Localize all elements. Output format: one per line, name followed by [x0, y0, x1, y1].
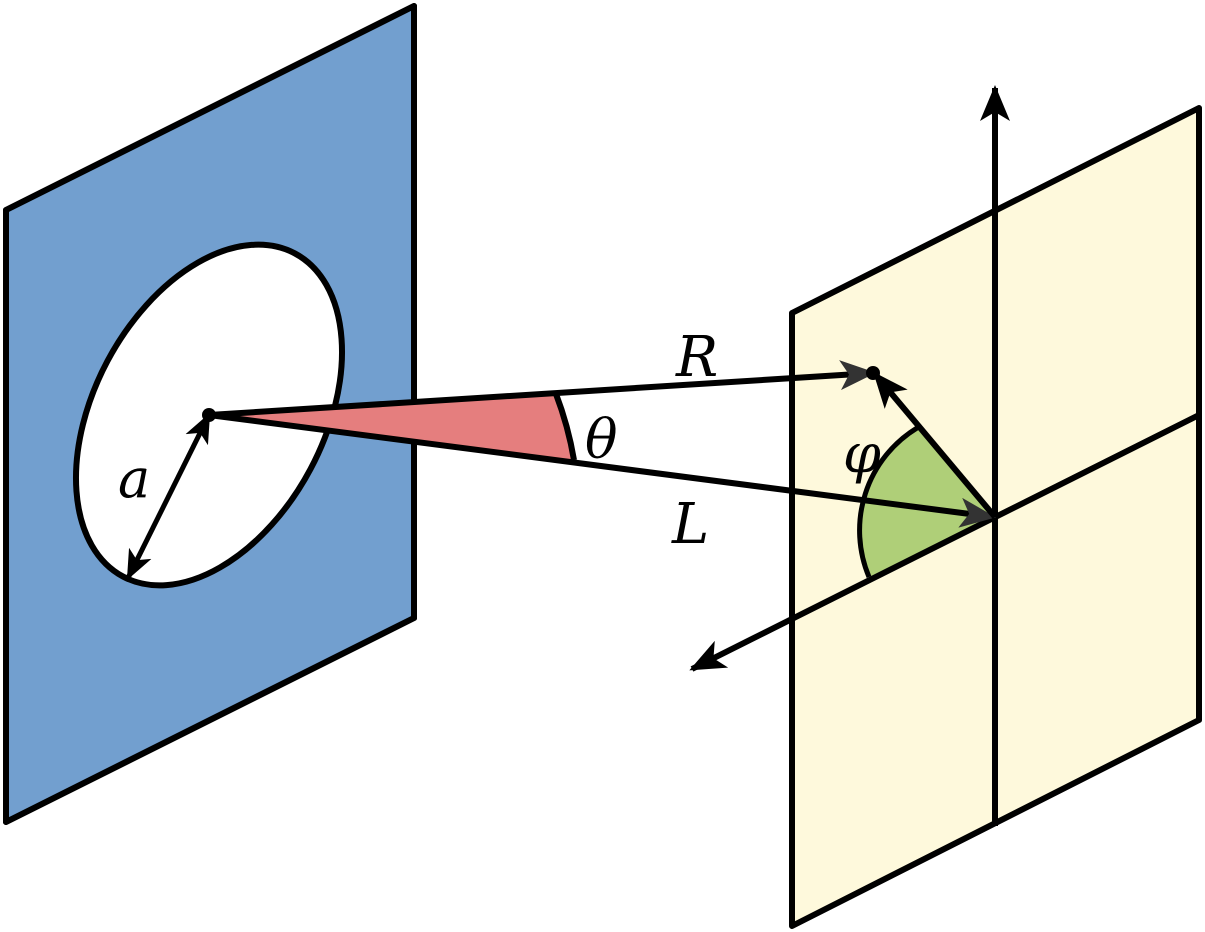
observation-point: [866, 366, 880, 380]
label-a: a: [118, 447, 150, 510]
horizontal-axis: [689, 412, 1201, 672]
label-r: R: [675, 325, 718, 390]
label-phi: φ: [843, 422, 881, 485]
label-theta: θ: [585, 408, 618, 471]
phi-angle-arc: [857, 425, 919, 578]
aperture-center-point: [202, 408, 216, 422]
observation-point-vector: [872, 371, 998, 519]
theta-angle-arc: [553, 392, 577, 461]
label-l: L: [671, 492, 709, 557]
aperture-radius-arrow: [125, 412, 212, 581]
r-vector: [208, 360, 876, 418]
phi-angle-wedge: [859, 428, 995, 577]
l-vector: [208, 412, 996, 528]
